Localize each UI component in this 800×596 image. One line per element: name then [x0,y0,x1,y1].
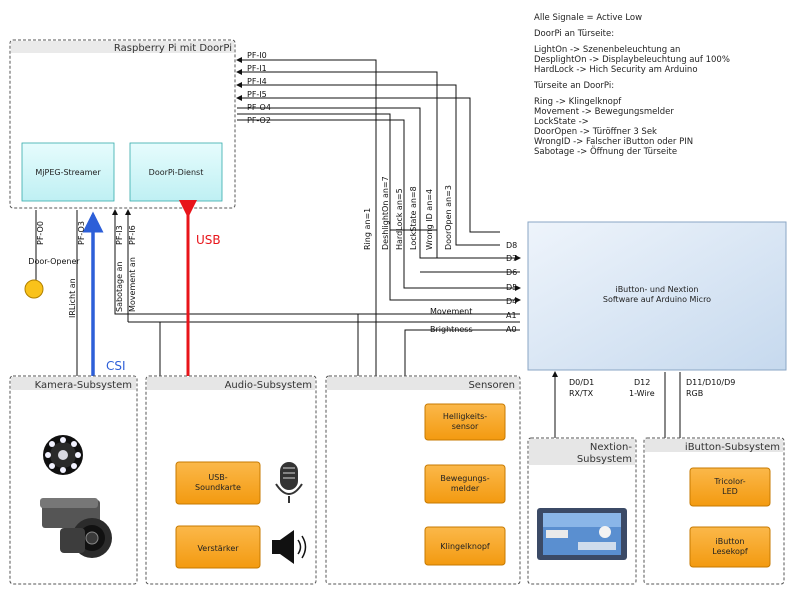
arduino-pins: D8 D7 D6 D5 D4 A1 A0 Movement Brightness… [430,241,735,398]
label-pf-o0: PF-O0 [36,221,45,245]
usb-label: USB [196,233,221,247]
arduino-bottom-pin: D11/D10/D9 [686,378,735,387]
door-opener-led-icon [24,279,44,299]
verstaerker-label: Verstärker [197,544,239,553]
nextion-title-2: Subsystem [577,454,632,465]
pi-bottom-labels: PF-O0 PF-O3 PF-I3 PF-I6 IRLicht an Sabot… [28,221,137,318]
bewegungsmelder-label: Bewegungs-melder [440,474,489,493]
microphone-icon [275,462,303,503]
audio-title: Audio-Subsystem [225,380,312,391]
note-line: WrongID -> Falscher iButton oder PIN [534,137,693,147]
raspberry-pi-box: Raspberry Pi mit DoorPi MjPEG-Streamer D… [9,39,236,209]
usb-soundkarte-box [175,461,261,505]
audio-subsystem: Audio-Subsystem USB-Soundkarte Verstärke… [145,375,317,585]
pi-pin: PF-I1 [247,64,267,73]
note-line: DoorPi an Türseite: [534,29,614,39]
verstaerker-box [175,525,261,569]
signal-ring: Ring an=1 [363,208,372,250]
klingelknopf-box [424,526,506,566]
pi-pin: PF-I5 [247,90,267,99]
arduino-bottom-pin-sub: RGB [686,389,703,398]
camera-ir-led-icon [43,435,83,475]
arduino-box: iButton- und Nextion Software auf Arduin… [527,221,787,371]
arduino-bottom-pin: D12 [634,378,650,387]
arduino-pin: A0 [506,325,517,334]
sensoren-subsystem: Sensoren Helligkeits-sensor Bewegungs-me… [325,375,521,585]
note-line: Ring -> Klingelknopf [534,97,622,107]
note-line: LightOn -> Szenenbeleuchtung an [534,45,680,55]
nextion-subsystem: Nextion- Subsystem [527,437,637,585]
doorpi-service-box [129,142,223,202]
label-sabotage: Sabotage an [115,261,124,312]
signal-dooropen: DoorOpen an=3 [444,185,453,250]
pi-pin: PF-I4 [247,77,267,86]
speaker-icon [272,530,307,564]
tricolor-led-box [689,467,771,507]
note-line: DesplightOn -> Displaybeleuchtung auf 10… [534,55,730,65]
mjpeg-streamer-label: MjPEG-Streamer [35,168,101,177]
label-pf-i6: PF-I6 [128,225,137,245]
note-line: Movement -> Bewegungsmelder [534,107,674,117]
doorpi-service-label: DoorPi-Dienst [149,168,204,177]
ibutton-title: iButton-Subsystem [685,442,780,453]
arduino-pin: D8 [506,241,517,250]
helligkeitssensor-box [424,403,506,441]
pi-pin: PF-I0 [247,51,267,60]
arduino-bottom-pin-sub: RX/TX [569,389,594,398]
sensoren-title: Sensoren [468,380,515,391]
signal-wrongid: Wrong ID an=4 [425,189,434,250]
usb-soundkarte-label: USB-Soundkarte [195,473,241,492]
arduino-title-1: iButton- und Nextion [615,285,698,294]
label-pf-o3: PF-O3 [77,221,86,245]
arduino-title-2: Software auf Arduino Micro [603,295,711,304]
arduino-pin: A1 [506,311,517,320]
arduino-bottom-pin: D0/D1 [569,378,594,387]
signal-hardlock: HardLock an=5 [395,188,404,250]
note-line: HardLock -> Hich Security am Arduino [534,65,698,75]
label-movement: Movement an [128,257,137,312]
note-line: Türseite an DoorPi: [533,81,614,91]
note-line: DoorOpen -> Türöffner 3 Sek [534,127,657,137]
nextion-display-icon [537,508,627,560]
kamera-subsystem: Kamera-Subsystem [9,375,138,585]
arduino-pin: D5 [506,283,517,292]
camera-icon [40,498,112,558]
arduino-bottom-pin-sub: 1-Wire [629,389,655,398]
signal-lockstate: LockState an=8 [409,186,418,250]
note-line: Alle Signale = Active Low [534,13,642,23]
kamera-title: Kamera-Subsystem [35,380,132,391]
mjpeg-streamer-box [21,142,115,202]
movement-label: Movement [430,307,472,316]
brightness-label: Brightness [430,325,473,334]
helligkeitssensor-label: Helligkeits-sensor [443,412,487,431]
tricolor-led-label: Tricolor-LED [713,477,745,496]
bewegungsmelder-box [424,464,506,504]
arduino-pin: D4 [506,297,517,306]
csi-label: CSI [106,359,126,373]
note-line: Sabotage -> Öffnung der Türseite [534,146,677,157]
klingelknopf-label: Klingelknopf [440,542,490,551]
raspberry-pi-title: Raspberry Pi mit DoorPi [114,43,232,54]
label-door-opener: Door-Opener [28,257,80,266]
label-pf-i3: PF-I3 [115,225,124,245]
signal-labels: Ring an=1 DeshlightOn an=7 HardLock an=5… [363,176,453,250]
signal-deshlight: DeshlightOn an=7 [381,176,390,250]
arduino-pin: D7 [506,254,517,263]
arduino-pin: D6 [506,268,517,277]
nextion-title-1: Nextion- [590,442,633,453]
ibutton-lesekopf-box [689,526,771,568]
note-line: LockState -> [534,117,589,127]
label-irlicht: IRLicht an [68,278,77,318]
